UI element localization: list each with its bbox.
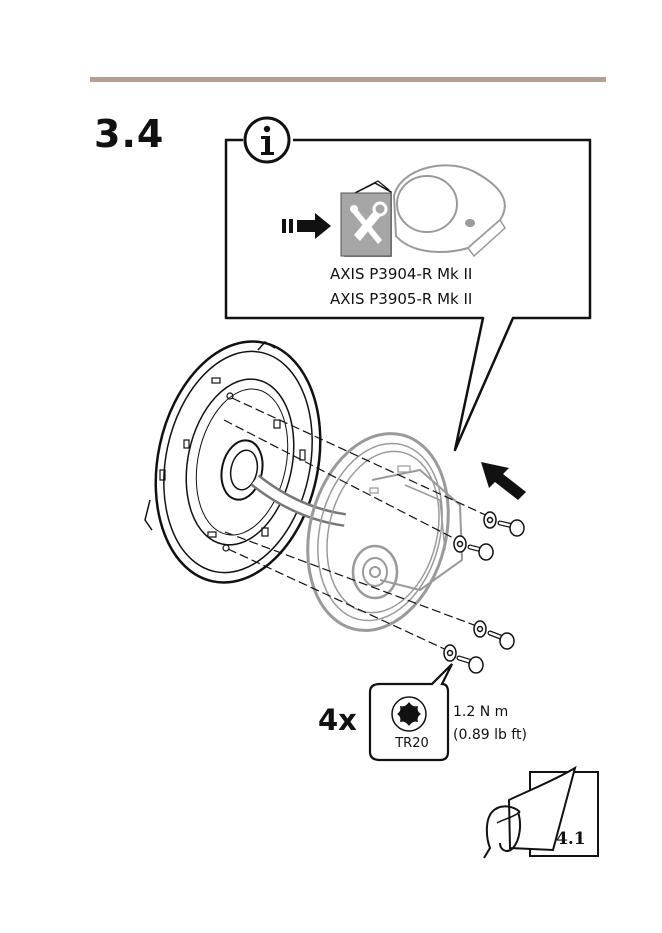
mounting-bracket — [134, 326, 341, 598]
insertion-arrow-icon — [481, 462, 526, 500]
alignment-lines — [224, 398, 492, 652]
next-step-label: 4.1 — [556, 829, 586, 849]
camera-module — [288, 419, 468, 646]
screw-3 — [474, 621, 514, 649]
model-name: AXIS P3905-R Mk II — [330, 289, 510, 309]
tool-label: TR20 — [384, 736, 440, 752]
screws — [444, 512, 524, 673]
info-icon — [245, 118, 289, 162]
screw-1 — [484, 512, 524, 536]
screw-quantity: 4x — [318, 702, 357, 738]
torque-imperial: (0.89 lb ft) — [453, 726, 527, 744]
torque-metric: 1.2 N m — [453, 703, 508, 721]
model-name: AXIS P3904-R Mk II — [330, 264, 510, 284]
screw-2 — [454, 536, 493, 560]
